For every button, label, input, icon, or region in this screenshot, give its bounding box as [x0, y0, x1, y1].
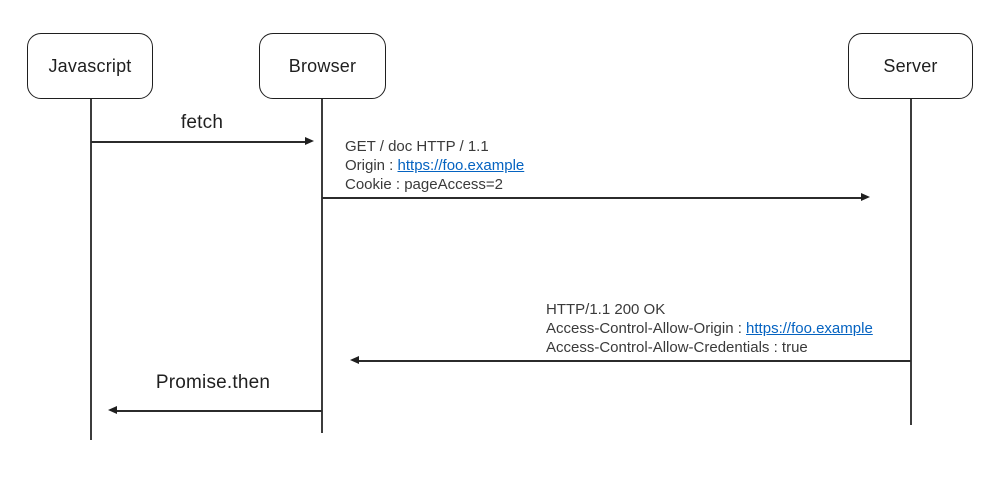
arrowhead-right-icon — [861, 193, 870, 201]
message-arrow-fetch — [91, 141, 305, 143]
response-line-1: HTTP/1.1 200 OK — [546, 301, 666, 318]
participant-box-browser: Browser — [259, 33, 386, 99]
arrowhead-right-icon — [305, 137, 314, 145]
response-line-3: Access-Control-Allow-Credentials : true — [546, 339, 808, 356]
participant-label-javascript: Javascript — [48, 55, 132, 76]
response-allow-origin-link[interactable]: https://foo.example — [746, 320, 873, 337]
request-line-1: GET / doc HTTP / 1.1 — [345, 138, 489, 155]
lifeline-server — [910, 99, 912, 425]
message-label-promise-then: Promise.then — [155, 372, 271, 393]
arrowhead-left-icon — [350, 356, 359, 364]
message-text-request: GET / doc HTTP / 1.1 Origin : https://fo… — [345, 137, 524, 194]
lifeline-javascript — [90, 99, 92, 440]
request-origin-link[interactable]: https://foo.example — [397, 157, 525, 174]
participant-box-server: Server — [848, 33, 973, 99]
message-text-response: HTTP/1.1 200 OK Access-Control-Allow-Ori… — [546, 300, 873, 357]
request-line-2: Origin : https://foo.example — [345, 156, 524, 175]
response-line-2: Access-Control-Allow-Origin : https://fo… — [546, 319, 873, 338]
participant-box-javascript: Javascript — [27, 33, 153, 99]
request-line-3: Cookie : pageAccess=2 — [345, 176, 504, 193]
response-allow-origin-label: Access-Control-Allow-Origin : — [546, 320, 747, 337]
participant-label-server: Server — [883, 55, 938, 76]
lifeline-browser — [321, 99, 323, 433]
request-origin-label: Origin : — [345, 157, 398, 174]
participant-label-browser: Browser — [288, 55, 357, 76]
message-arrow-request — [322, 197, 861, 199]
message-label-fetch: fetch — [180, 112, 224, 133]
message-arrow-promise-then — [117, 410, 322, 412]
arrowhead-left-icon — [108, 406, 117, 414]
message-arrow-response — [359, 360, 911, 362]
